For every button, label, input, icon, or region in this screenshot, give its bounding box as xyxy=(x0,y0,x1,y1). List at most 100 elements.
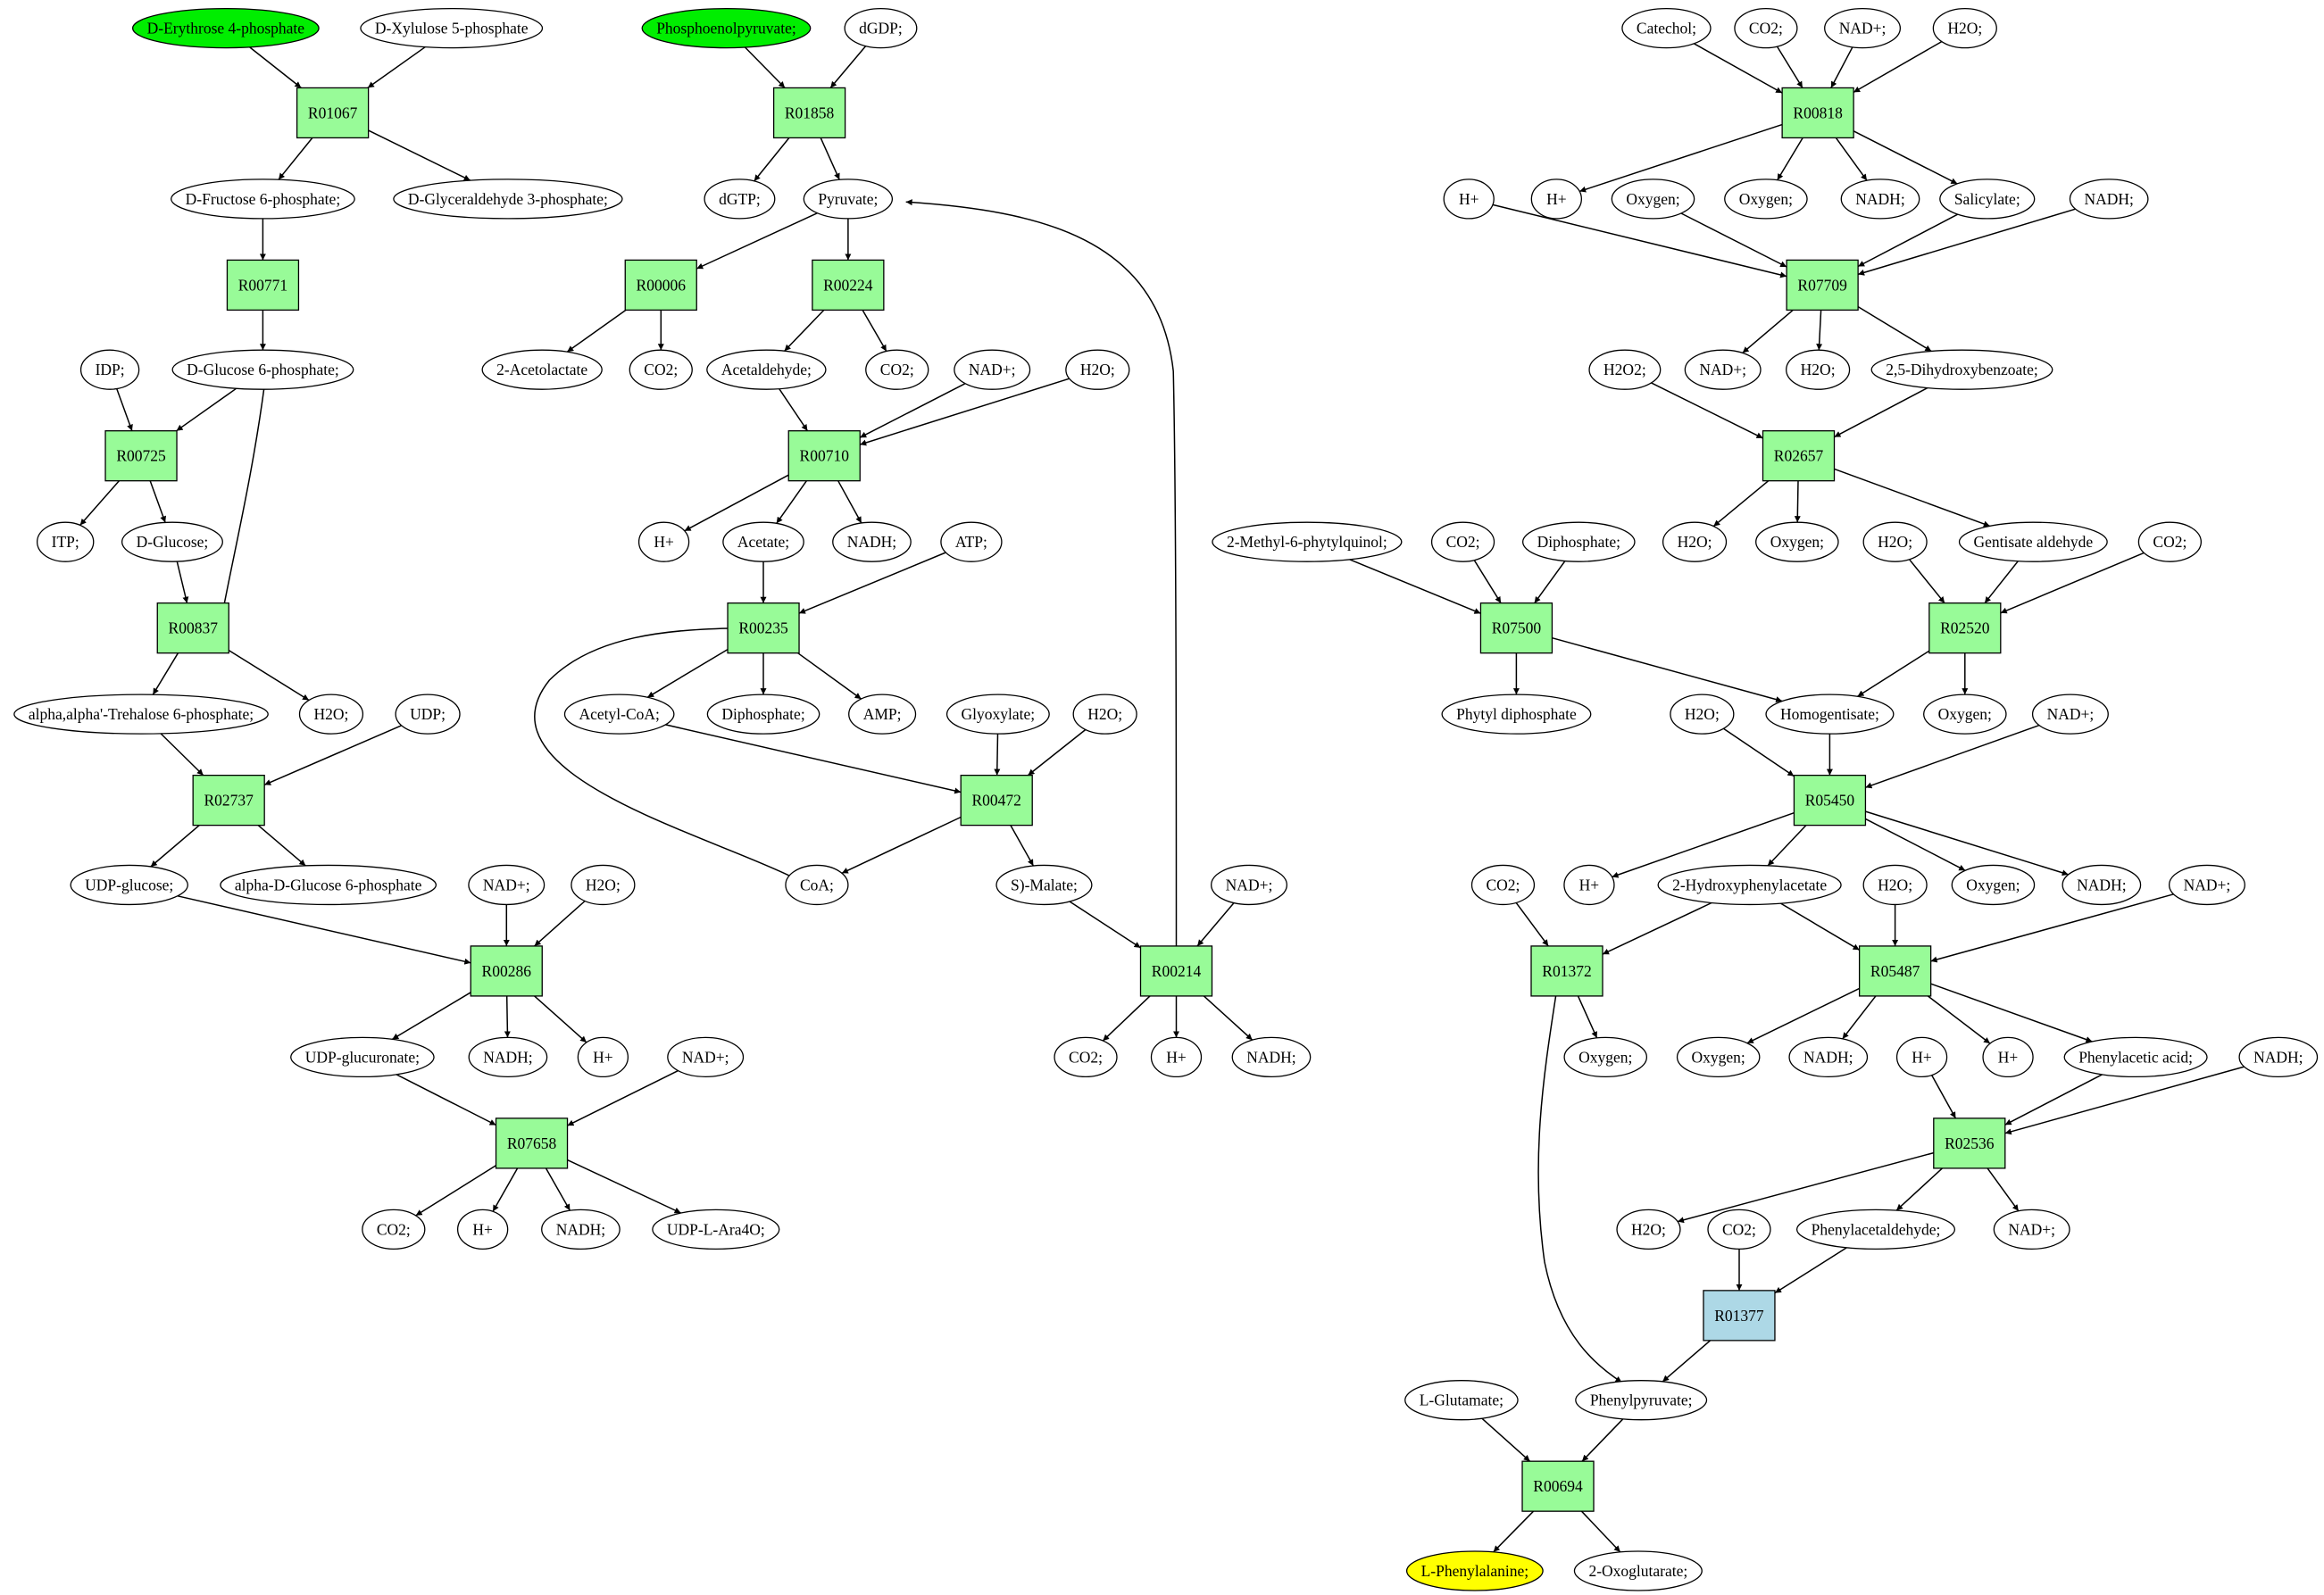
node-label: 2-Oxoglutarate; xyxy=(1588,1562,1687,1580)
metabolite-ellipse xyxy=(298,694,364,735)
node-label: H+ xyxy=(472,1220,493,1238)
node-label: R07658 xyxy=(507,1134,557,1152)
node-label: NADH; xyxy=(2084,190,2133,208)
metabolite-node-hplus_e: H+ xyxy=(637,521,690,562)
edge-udpglc-to-R00286 xyxy=(177,895,471,965)
node-label: H2O; xyxy=(1801,361,1836,378)
metabolite-node-phe: L-Phenylalanine; xyxy=(1405,1550,1544,1591)
metabolite-ellipse xyxy=(1824,7,1902,49)
metabolite-ellipse xyxy=(541,1209,621,1250)
edge-R07709-to-nad_i xyxy=(1742,309,1794,353)
node-label: dGDP; xyxy=(859,20,903,37)
edge-phpyr-to-R00694 xyxy=(1581,1418,1624,1462)
node-label: H2O; xyxy=(1080,361,1115,378)
metabolite-node-nadh_m: NADH; xyxy=(2062,864,2142,906)
reaction-node-R00694: R00694 xyxy=(1521,1460,1595,1512)
node-label: R01377 xyxy=(1714,1307,1764,1325)
reaction-node-R05487: R05487 xyxy=(1858,945,1932,997)
metabolite-node-h2o_e: H2O; xyxy=(1065,349,1130,390)
metabolite-ellipse xyxy=(1430,521,1495,562)
edge-udpglcur-to-R07658 xyxy=(396,1074,496,1126)
metabolite-ellipse xyxy=(1657,864,1842,906)
node-label: dGTP; xyxy=(719,190,761,208)
node-label: Oxygen; xyxy=(1578,1048,1632,1066)
node-label: H2O; xyxy=(1631,1220,1666,1238)
metabolite-node-co2_o: CO2; xyxy=(1707,1209,1771,1250)
node-label: Phytyl diphosphate xyxy=(1456,705,1577,723)
node-label: R00235 xyxy=(738,619,788,637)
metabolite-node-nad_o: NAD+; xyxy=(1993,1209,2070,1250)
node-label: CO2; xyxy=(377,1220,411,1238)
metabolite-ellipse xyxy=(468,1036,548,1078)
node-label: D-Glucose 6-phosphate; xyxy=(187,361,339,378)
reaction-box xyxy=(772,87,846,139)
reaction-box xyxy=(1530,945,1603,997)
metabolite-ellipse xyxy=(1065,349,1130,390)
reaction-box xyxy=(495,1117,569,1169)
metabolite-node-hplus_b: H+ xyxy=(577,1036,629,1078)
reaction-node-R02536: R02536 xyxy=(1933,1117,2006,1169)
metabolite-ellipse xyxy=(1212,521,1403,562)
metabolite-node-hplus_n1: H+ xyxy=(1895,1036,1948,1078)
node-label: CoA; xyxy=(800,876,834,893)
reaction-node-R02657: R02657 xyxy=(1762,430,1836,482)
metabolite-node-oxy_n2: Oxygen; xyxy=(1676,1036,1761,1078)
metabolite-ellipse xyxy=(844,7,918,49)
metabolite-node-co2_c: CO2; xyxy=(362,1209,426,1250)
metabolite-node-nadh_h2: NADH; xyxy=(2069,179,2149,220)
node-label: Gentisate aldehyde xyxy=(1974,533,2094,551)
node-label: UDP-glucuronate; xyxy=(305,1048,420,1066)
metabolite-node-glyox: Glyoxylate; xyxy=(945,694,1050,735)
node-label: CO2; xyxy=(644,361,678,378)
node-label: Oxygen; xyxy=(1692,1048,1745,1066)
edge-nadh_n2-to-R02536 xyxy=(2004,1066,2245,1135)
reaction-box xyxy=(1139,945,1213,997)
metabolite-node-h2o_h: H2O; xyxy=(1932,7,1997,49)
edge-R07658-to-nadh_c xyxy=(545,1167,571,1211)
edge-co2_k-to-R07500 xyxy=(1473,560,1502,604)
metabolite-ellipse xyxy=(1939,179,2036,220)
metabolite-node-nad_h: NAD+; xyxy=(1824,7,1902,49)
metabolite-node-e4p: D-Erythrose 4-phosphate xyxy=(131,7,320,49)
metabolite-ellipse xyxy=(2238,1036,2319,1078)
edge-R00235-to-amp xyxy=(797,652,862,700)
node-label: D-Fructose 6-phosphate; xyxy=(186,190,341,208)
metabolite-ellipse xyxy=(1734,7,1798,49)
reaction-box xyxy=(727,602,800,654)
edge-R00818-to-nadh_h1 xyxy=(1835,137,1868,181)
metabolite-node-oxy_h1: Oxygen; xyxy=(1611,179,1695,220)
metabolite-node-oxy_h2: Oxygen; xyxy=(1724,179,1808,220)
node-label: R02520 xyxy=(1940,619,1990,637)
edge-oxy_h1-to-R07709 xyxy=(1680,212,1787,268)
reaction-box xyxy=(624,259,697,312)
reaction-node-R00006: R00006 xyxy=(624,259,697,312)
reaction-node-R01377: R01377 xyxy=(1703,1290,1776,1342)
metabolite-node-x5p: D-Xylulose 5-phosphate xyxy=(360,7,544,49)
metabolite-ellipse xyxy=(652,1209,780,1250)
edge-h2o_j2-to-R02520 xyxy=(1909,559,1945,604)
edge-R00710-to-hplus_e xyxy=(684,474,789,532)
edge-dhb-to-R02657 xyxy=(1834,386,1928,438)
node-label: R00725 xyxy=(116,447,166,465)
metabolite-ellipse xyxy=(1795,1209,1956,1250)
metabolite-ellipse xyxy=(1788,1036,1869,1078)
reaction-node-R01372: R01372 xyxy=(1530,945,1603,997)
reaction-box xyxy=(1479,602,1553,654)
metabolite-node-hplus_n2: H+ xyxy=(1982,1036,2034,1078)
node-label: NAD+; xyxy=(483,876,530,893)
metabolite-node-hplus_h1: H+ xyxy=(1443,179,1495,220)
node-label: 2-Hydroxyphenylacetate xyxy=(1672,876,1827,893)
node-label: H2O; xyxy=(1678,533,1712,551)
metabolite-ellipse xyxy=(995,864,1093,906)
node-label: NADH; xyxy=(1855,190,1904,208)
node-label: H+ xyxy=(1459,190,1479,208)
edge-udp-to-R02737 xyxy=(263,725,402,785)
metabolite-ellipse xyxy=(2168,864,2245,906)
node-label: R02657 xyxy=(1774,447,1824,465)
node-label: D-Glucose; xyxy=(137,533,209,551)
metabolite-node-udp: UDP; xyxy=(395,694,461,735)
metabolite-ellipse xyxy=(1575,1380,1708,1421)
metabolite-ellipse xyxy=(1470,864,1536,906)
edge-h2o2-to-R02657 xyxy=(1651,382,1763,439)
metabolite-ellipse xyxy=(940,521,1003,562)
